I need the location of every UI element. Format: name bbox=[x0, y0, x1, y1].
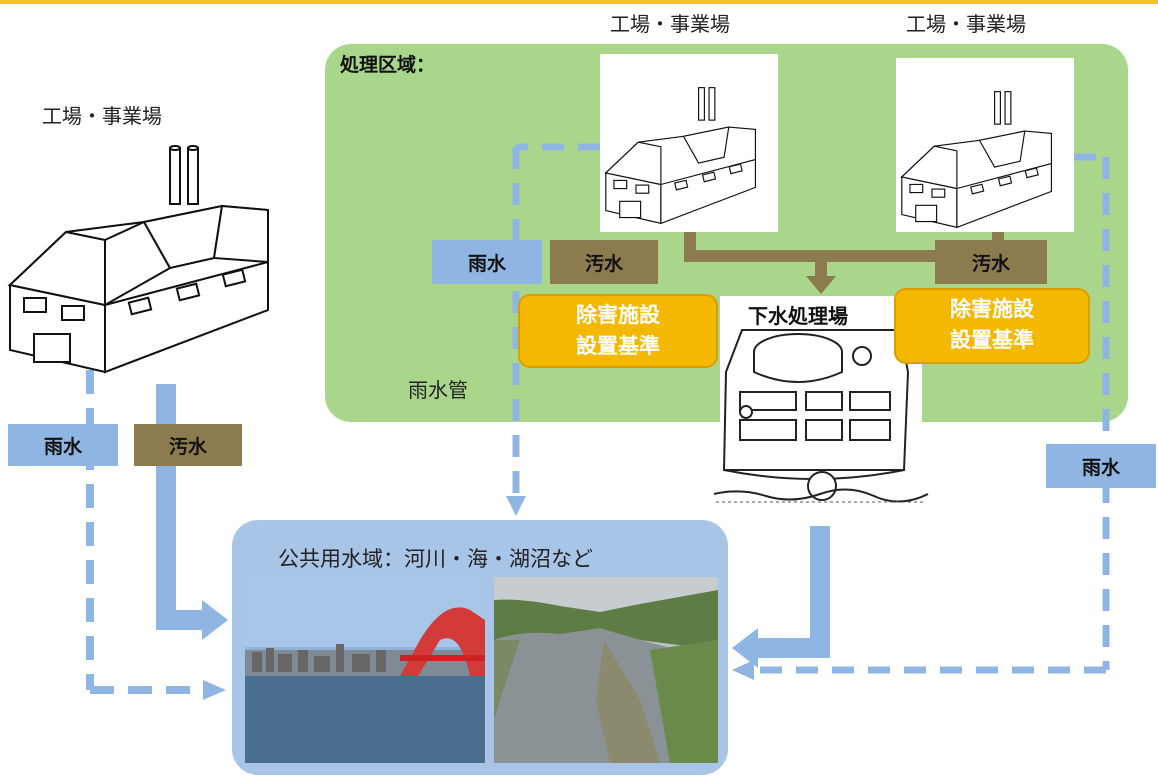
treated-flow-plant bbox=[732, 524, 830, 668]
sewage-plant-icon bbox=[713, 296, 929, 526]
rain-tag-left: 雨水 bbox=[8, 424, 118, 466]
waste-tag-center: 汚水 bbox=[550, 240, 658, 284]
sewage-plant-label: 下水処理場 bbox=[748, 304, 848, 328]
waste-tag-right: 汚水 bbox=[935, 240, 1047, 284]
standard-line1-center: 除害施設 bbox=[576, 303, 660, 327]
factory-center-label: 工場・事業場 bbox=[610, 12, 730, 36]
rain-arrowhead-center bbox=[506, 496, 526, 516]
factory-right-label: 工場・事業場 bbox=[906, 12, 1026, 36]
factory-left-label: 工場・事業場 bbox=[42, 104, 162, 128]
factory-right-icon bbox=[900, 91, 1053, 229]
public-water-body-title: 公共用水域：河川・海・湖沼など bbox=[278, 547, 593, 571]
rain-arrowhead-left bbox=[203, 680, 226, 700]
top-accent-line bbox=[0, 0, 1158, 4]
standard-line2-center: 設置基準 bbox=[576, 334, 660, 358]
rain-tag-right: 雨水 bbox=[1046, 444, 1156, 488]
river-photo bbox=[494, 577, 718, 763]
factory-center-icon bbox=[604, 87, 757, 225]
rain-arrowhead-right bbox=[732, 660, 754, 680]
standard-line2-right: 設置基準 bbox=[950, 328, 1034, 352]
factory-left-icon bbox=[7, 145, 269, 374]
standard-box-center: 除害施設 設置基準 bbox=[518, 294, 718, 368]
standard-box-right: 除害施設 設置基準 bbox=[894, 288, 1090, 364]
sea-photo bbox=[245, 577, 485, 763]
rain-flow-left bbox=[86, 370, 205, 694]
rain-flow-right bbox=[752, 153, 1110, 674]
rain-tag-center: 雨水 bbox=[432, 240, 542, 284]
treatment-area-title: 処理区域： bbox=[340, 54, 436, 76]
waste-flow-left bbox=[156, 384, 228, 640]
waste-tag-left: 汚水 bbox=[134, 424, 242, 466]
standard-line1-right: 除害施設 bbox=[950, 297, 1034, 321]
rain-pipe-center bbox=[512, 143, 600, 498]
rain-pipe-label: 雨水管 bbox=[408, 378, 468, 402]
